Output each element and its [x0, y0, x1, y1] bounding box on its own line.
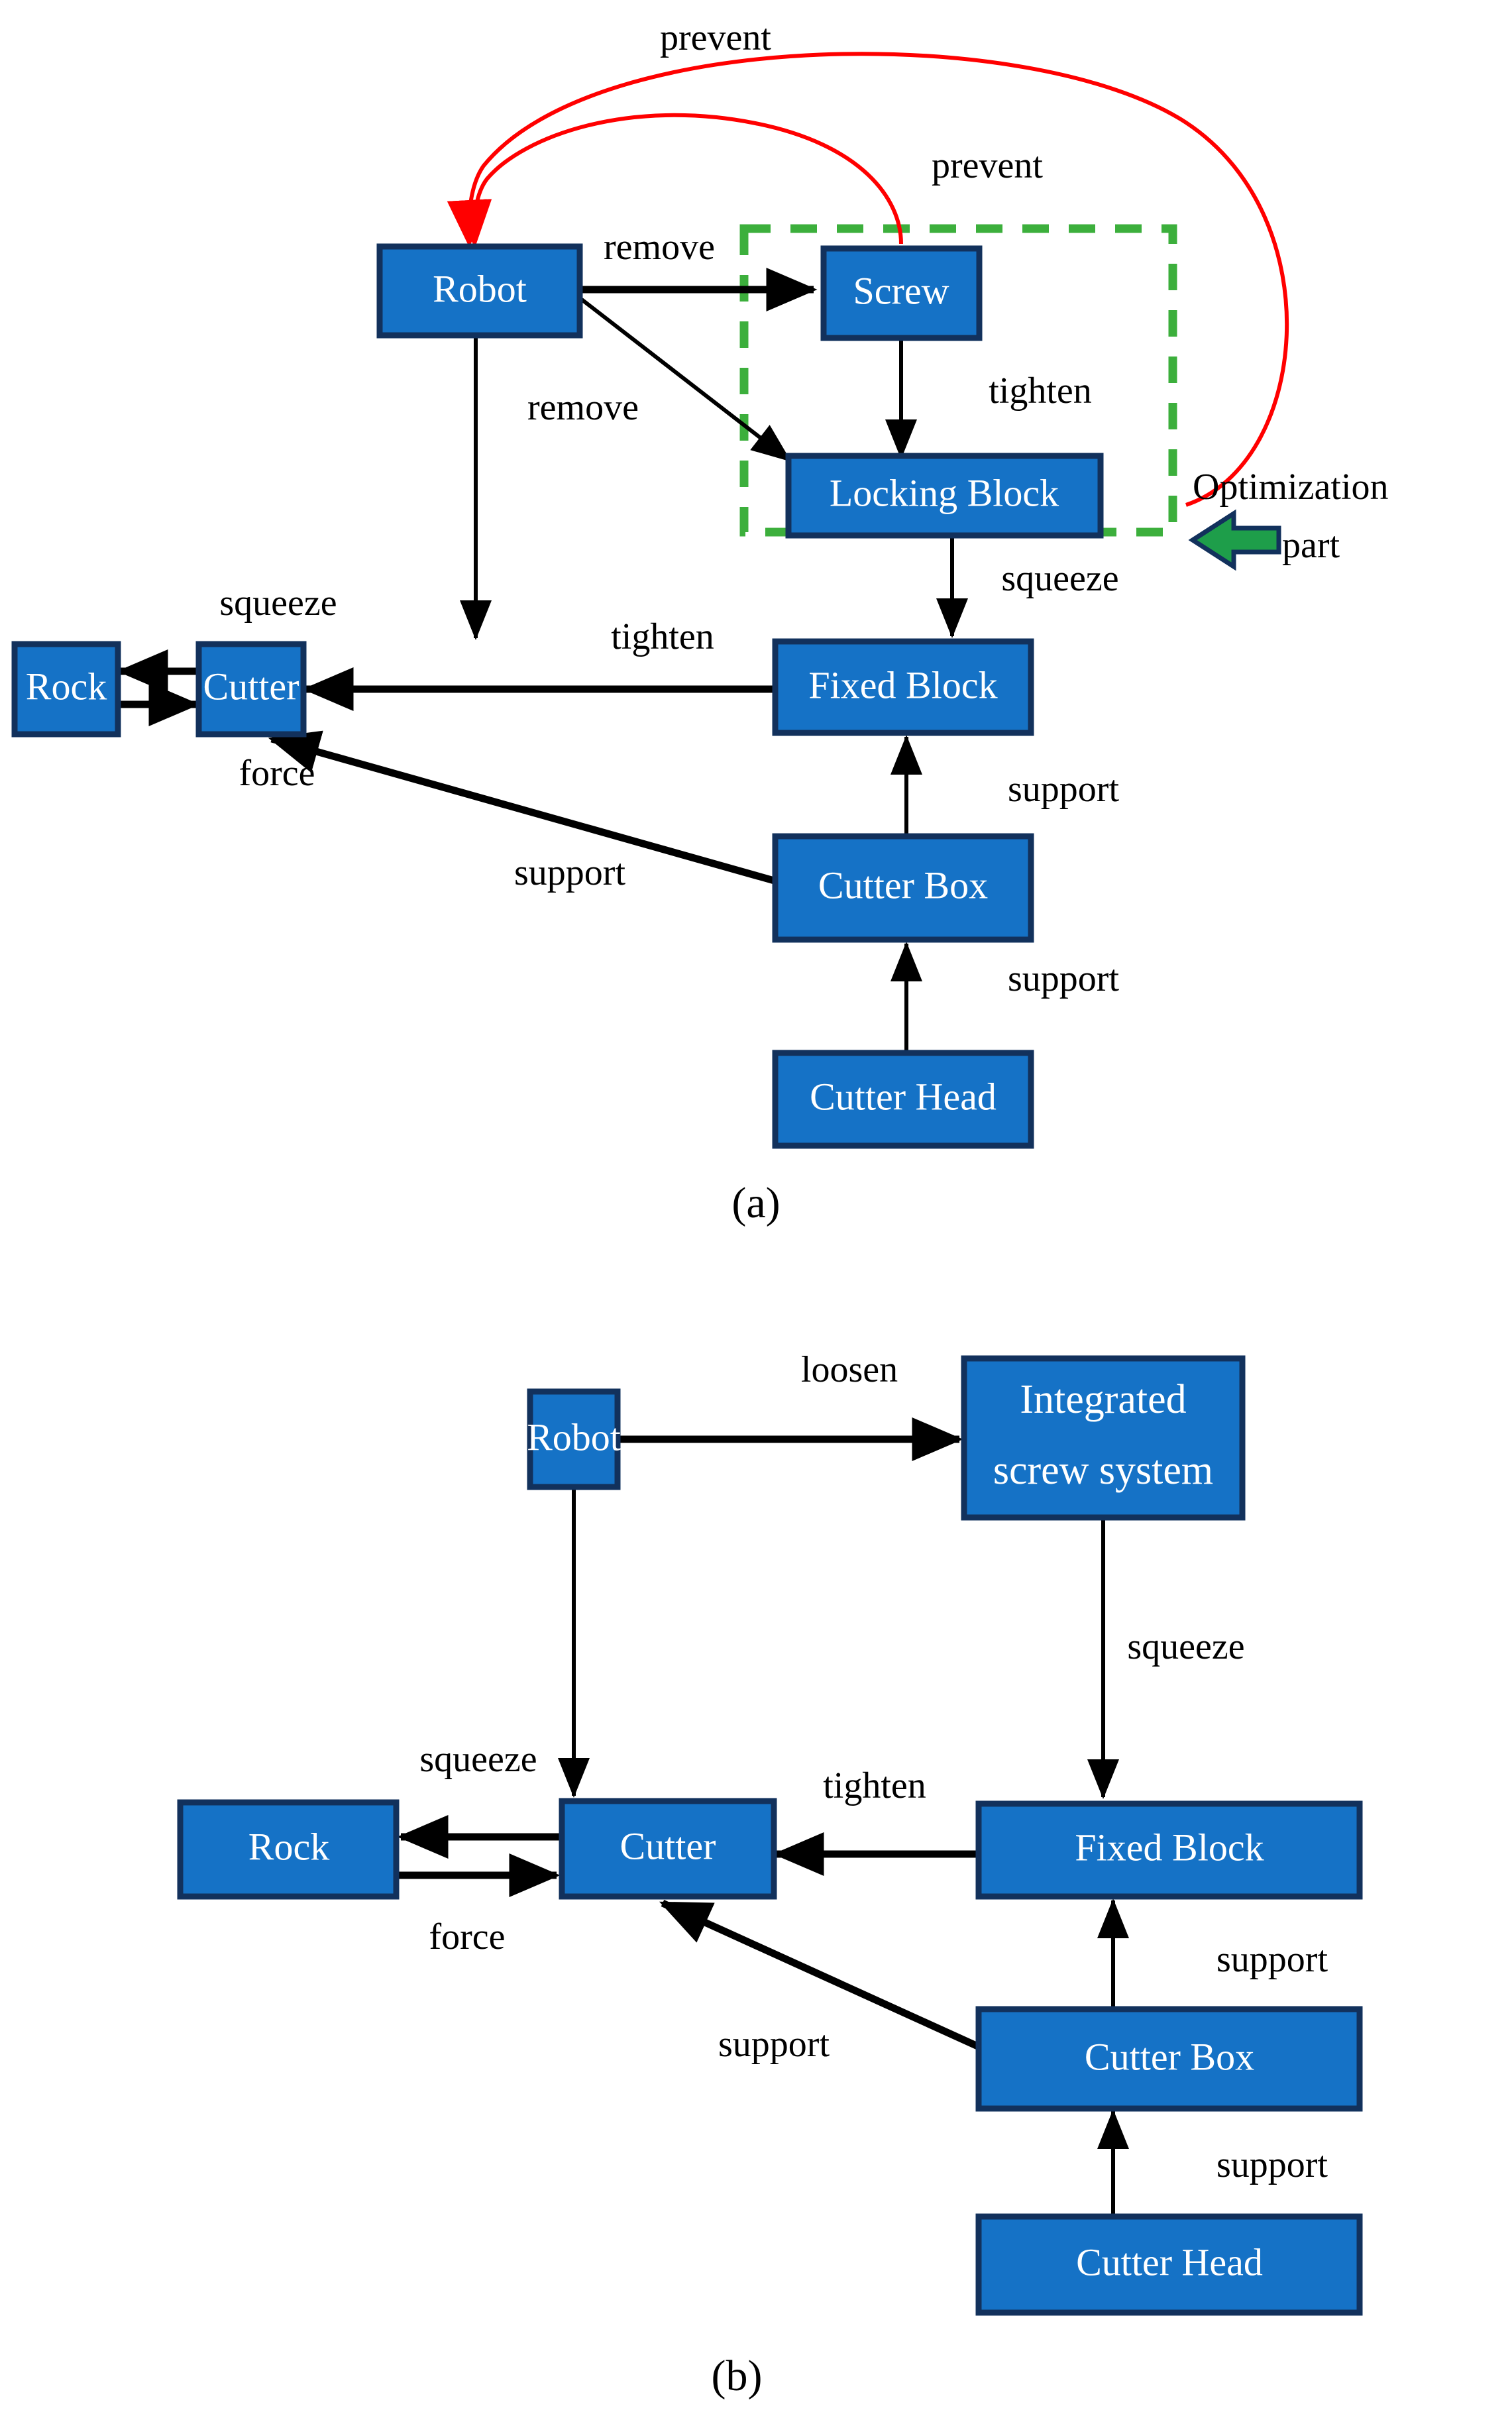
- panel-b-caption: (b): [712, 2352, 763, 2400]
- edge-cutter-box-to-cutter: [268, 730, 778, 885]
- label-support-cutterbox-fixedblock-b: support: [1216, 1939, 1328, 1980]
- node-cutter-head-a[interactable]: Cutter Head: [772, 1050, 1034, 1149]
- node-cutter-box-a-label: Cutter Box: [818, 863, 988, 907]
- node-integrated-screw-system-b[interactable]: Integrated screw system: [961, 1355, 1246, 1521]
- node-fixed-block-b-label: Fixed Block: [1075, 1826, 1264, 1869]
- node-rock-a-label: Rock: [26, 665, 107, 708]
- label-squeeze-iss-b: squeeze: [1127, 1626, 1244, 1667]
- node-cutter-head-a-label: Cutter Head: [810, 1075, 997, 1118]
- label-part: part: [1282, 525, 1340, 566]
- label-tighten-screw: tighten: [989, 370, 1092, 412]
- node-screw-a[interactable]: Screw: [820, 245, 983, 341]
- panel-a-caption: (a): [731, 1179, 780, 1227]
- node-integrated-screw-system-label-line1: Integrated: [1020, 1377, 1186, 1422]
- label-squeeze-rock-b: squeeze: [419, 1739, 537, 1780]
- node-robot-a-label: Robot: [433, 267, 527, 310]
- label-support-cutterhead-cutterbox-a: support: [1008, 958, 1119, 999]
- node-cutter-box-a[interactable]: Cutter Box: [772, 833, 1034, 943]
- label-support-cutterhead-cutterbox-b: support: [1216, 2144, 1328, 2185]
- label-prevent-inner: prevent: [932, 145, 1043, 186]
- label-loosen-b: loosen: [801, 1349, 898, 1390]
- label-force-b: force: [429, 1916, 505, 1957]
- node-rock-a[interactable]: Rock: [11, 641, 121, 738]
- node-cutter-b[interactable]: Cutter: [559, 1798, 777, 1900]
- edge-robot-to-locking-block: [580, 298, 792, 463]
- label-optimization: Optimization: [1193, 467, 1389, 508]
- label-force-a: force: [239, 753, 315, 794]
- label-support-cutterbox-cutter-a: support: [514, 852, 625, 893]
- edge-locking-block-to-robot-prevent: [447, 52, 1289, 507]
- node-fixed-block-a[interactable]: Fixed Block: [772, 638, 1034, 736]
- node-cutter-b-label: Cutter: [620, 1824, 716, 1867]
- node-locking-block-a-label: Locking Block: [830, 471, 1059, 514]
- edge-cutter-box-to-cutter-b: [659, 1899, 983, 2052]
- label-remove-top: remove: [604, 227, 715, 268]
- node-cutter-box-b[interactable]: Cutter Box: [975, 2006, 1363, 2112]
- optimization-arrow-icon: [1188, 509, 1281, 571]
- panel-a: Robot Screw Locking Block Rock Cutter Fi…: [11, 17, 1389, 1227]
- node-fixed-block-a-label: Fixed Block: [808, 663, 997, 706]
- node-cutter-box-b-label: Cutter Box: [1085, 2035, 1254, 2078]
- label-tighten-fixed-block-b: tighten: [823, 1765, 926, 1806]
- node-cutter-head-b[interactable]: Cutter Head: [975, 2213, 1363, 2316]
- node-screw-a-label: Screw: [853, 269, 949, 312]
- label-support-cutterbox-fixedblock-a: support: [1008, 769, 1119, 810]
- node-rock-b[interactable]: Rock: [177, 1799, 400, 1900]
- node-cutter-head-b-label: Cutter Head: [1076, 2240, 1263, 2283]
- node-robot-b-label: Robot: [527, 1415, 621, 1458]
- label-prevent-outer: prevent: [660, 17, 771, 58]
- node-cutter-a-label: Cutter: [203, 665, 299, 708]
- node-cutter-a[interactable]: Cutter: [195, 641, 307, 738]
- panel-b: Robot Integrated screw system Rock Cutte…: [177, 1349, 1363, 2400]
- node-fixed-block-b[interactable]: Fixed Block: [975, 1800, 1363, 1900]
- node-locking-block-a[interactable]: Locking Block: [785, 453, 1104, 539]
- node-rock-b-label: Rock: [248, 1825, 329, 1868]
- label-remove-diag: remove: [527, 387, 639, 428]
- label-squeeze-rock-a: squeeze: [219, 582, 337, 624]
- node-robot-b[interactable]: Robot: [527, 1388, 621, 1490]
- node-robot-a[interactable]: Robot: [376, 243, 583, 339]
- edge-screw-to-robot-prevent: [452, 113, 903, 248]
- node-integrated-screw-system-label-line2: screw system: [993, 1448, 1213, 1493]
- label-squeeze-locking-block: squeeze: [1001, 558, 1118, 599]
- label-support-cutterbox-cutter-b: support: [718, 2024, 830, 2065]
- label-tighten-fixed-block-a: tighten: [611, 616, 714, 657]
